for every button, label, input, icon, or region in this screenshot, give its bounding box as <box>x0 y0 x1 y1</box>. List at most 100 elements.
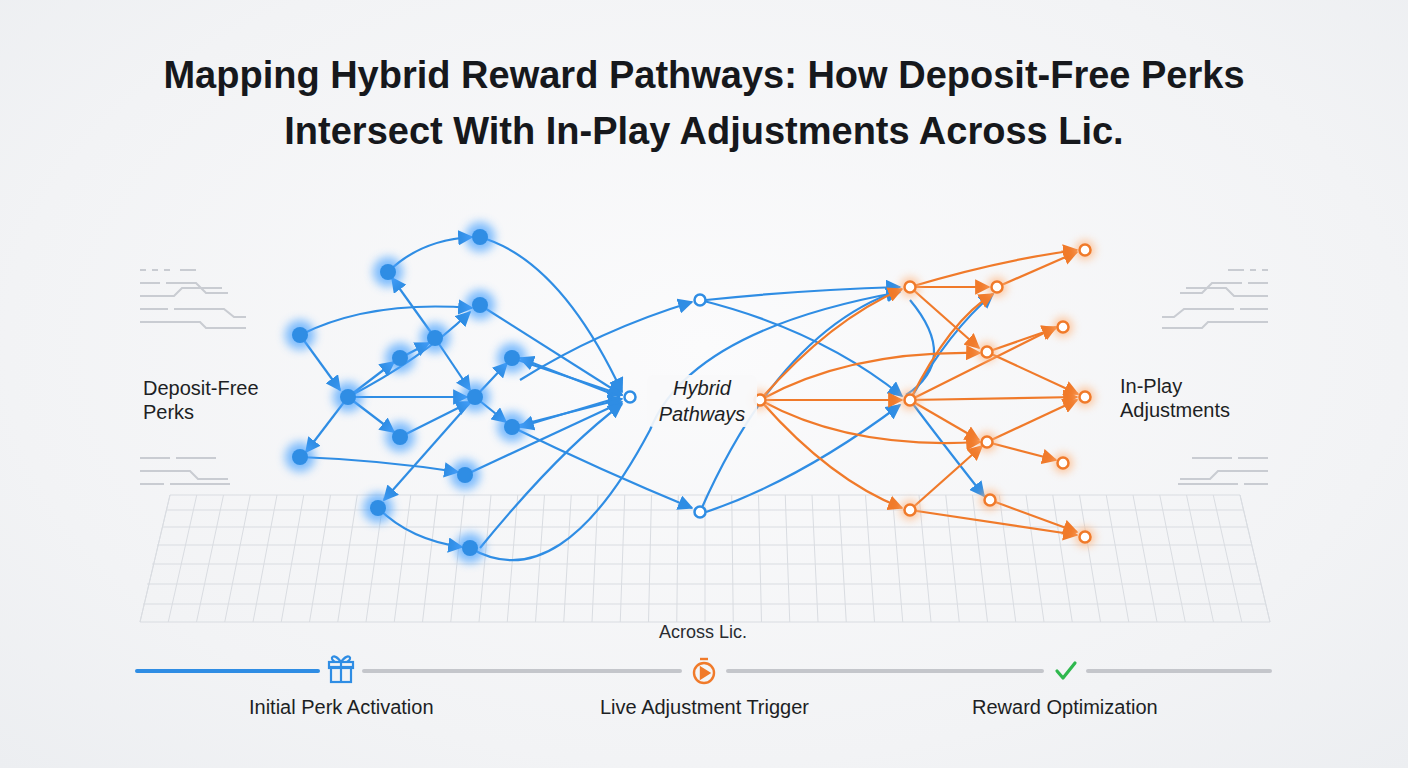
diagram-label: Live Adjustment Trigger <box>600 695 809 719</box>
node-dot <box>340 389 356 405</box>
node-glow <box>363 493 393 523</box>
diagram-title: Mapping Hybrid Reward Pathways: How Depo… <box>134 47 1274 159</box>
node-glow <box>1053 317 1073 337</box>
node-glow <box>455 533 485 563</box>
node-dot <box>504 350 520 366</box>
grid-line <box>759 495 762 622</box>
node-glow <box>460 382 490 412</box>
grid-line <box>812 495 818 622</box>
grid-line <box>197 495 224 622</box>
diagram-label: Hybrid Pathways <box>647 375 757 427</box>
grid-line <box>1240 495 1270 622</box>
grid-line <box>479 495 491 622</box>
grid-line <box>785 495 790 622</box>
grid-line <box>1160 495 1186 622</box>
node-glow <box>1053 453 1073 473</box>
grid-line <box>338 495 358 622</box>
node-glow <box>450 460 480 490</box>
node-glow <box>465 222 495 252</box>
grid-line <box>1106 495 1129 622</box>
grid-line <box>839 495 847 622</box>
node-dot <box>1058 458 1069 469</box>
node-dot <box>905 282 916 293</box>
node-dot <box>1058 322 1069 333</box>
grid-line <box>281 495 304 622</box>
node-glow <box>1075 527 1095 547</box>
gift-icon <box>329 657 353 682</box>
grid-line <box>394 495 411 622</box>
node-dot <box>472 229 488 245</box>
grid-line <box>1053 495 1073 622</box>
node-dot <box>985 495 996 506</box>
grid-line <box>564 495 572 622</box>
stopwatch-icon <box>694 659 714 683</box>
node-glow <box>497 343 527 373</box>
node-dot <box>992 282 1003 293</box>
node-glow <box>373 257 403 287</box>
node-glow <box>1075 387 1095 407</box>
diagram-label: Initial Perk Activation <box>249 695 434 719</box>
blue-node <box>285 222 527 563</box>
node-glow <box>900 500 920 520</box>
grid-line <box>1080 495 1101 622</box>
grid-line <box>620 495 625 622</box>
node-glow <box>385 343 415 373</box>
node-dot <box>905 505 916 516</box>
node-dot <box>982 347 993 358</box>
grid-line <box>999 495 1016 622</box>
node-glow <box>420 323 450 353</box>
grid-line <box>1187 495 1214 622</box>
node-dot <box>462 540 478 556</box>
node-dot <box>292 449 308 465</box>
node-dot <box>380 264 396 280</box>
node-glow <box>285 320 315 350</box>
node-glow <box>900 390 920 410</box>
node-dot <box>427 330 443 346</box>
diagram-label: Across Lic. <box>659 621 747 643</box>
grid-line <box>423 495 438 622</box>
diagram-label: Deposit-Free Perks <box>143 376 293 424</box>
node-dot <box>504 419 520 435</box>
blue-connector <box>300 237 993 560</box>
node-dot <box>1080 392 1091 403</box>
grid-line <box>649 495 652 622</box>
grid-line <box>536 495 545 622</box>
node-glow <box>977 432 997 452</box>
grid-line <box>973 495 988 622</box>
diagram-label: In-Play Adjustments <box>1120 374 1260 422</box>
node-dot <box>982 437 993 448</box>
grid-line <box>1213 495 1242 622</box>
grid-line <box>919 495 931 622</box>
grid-line <box>168 495 197 622</box>
node-glow <box>465 290 495 320</box>
grid-line <box>946 495 960 622</box>
node-dot <box>392 429 408 445</box>
node-dot <box>370 500 386 516</box>
circuit-decoration <box>140 270 1268 484</box>
grid-line <box>140 495 170 622</box>
diagram-label: Reward Optimization <box>972 695 1158 719</box>
node-dot <box>905 395 916 406</box>
check-icon <box>1057 663 1075 678</box>
grid-line <box>732 495 734 622</box>
node-dot <box>1080 532 1091 543</box>
node-glow <box>977 342 997 362</box>
node-glow <box>385 422 415 452</box>
node-glow <box>980 490 1000 510</box>
node-glow <box>497 412 527 442</box>
grid-line <box>677 495 679 622</box>
node-dot <box>467 389 483 405</box>
orange-connector <box>760 250 1078 535</box>
grid-line <box>866 495 875 622</box>
node-glow <box>333 382 363 412</box>
grid-line <box>1133 495 1157 622</box>
node-dot <box>392 350 408 366</box>
node-dot <box>472 297 488 313</box>
node-dot <box>292 327 308 343</box>
node-glow <box>1075 240 1095 260</box>
node-dot <box>457 467 473 483</box>
timeline <box>137 657 1270 683</box>
grid-floor <box>140 495 1270 622</box>
grid-line <box>253 495 277 622</box>
grid-line <box>310 495 331 622</box>
